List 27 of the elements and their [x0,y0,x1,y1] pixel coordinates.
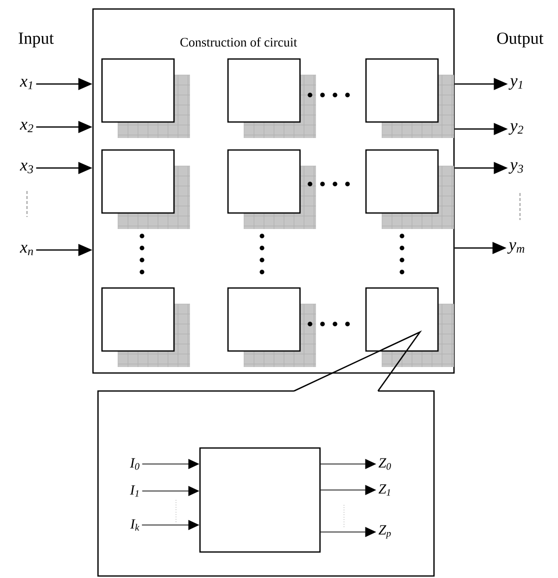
signal-label: I$_{k}$ [130,519,140,531]
signal-label: x$_{n}$ [20,244,33,256]
signal-label: x$_{3}$ [20,162,34,174]
heading-label: Output [497,32,544,48]
block-box [365,149,454,230]
signal-label: Z$_{p}$ [378,525,391,539]
signal-label: y$_{m}$ [507,242,524,254]
callout-box [97,390,435,577]
block-box [101,58,190,138]
block-box [365,58,454,138]
block-box [199,447,321,553]
signal-label: y$_{2}$ [508,123,524,135]
heading-label: Input [18,32,54,48]
block-box [227,287,316,368]
signal-label: y$_{1}$ [508,78,522,90]
block-box [101,149,190,230]
block-box [227,149,316,230]
signal-label: Z$_{1}$ [378,484,390,496]
signal-label: I$_{0}$ [130,458,140,470]
signal-label: x$_{2}$ [20,122,34,132]
block-box [227,58,316,138]
block-box [365,287,454,368]
signal-label: x$_{1}$ [20,78,32,90]
block-box [101,287,190,368]
signal-label: I$_{1}$ [130,485,138,497]
signal-label: y$_{3}$ [508,162,524,174]
signal-label: Z$_{0}$ [378,458,391,470]
